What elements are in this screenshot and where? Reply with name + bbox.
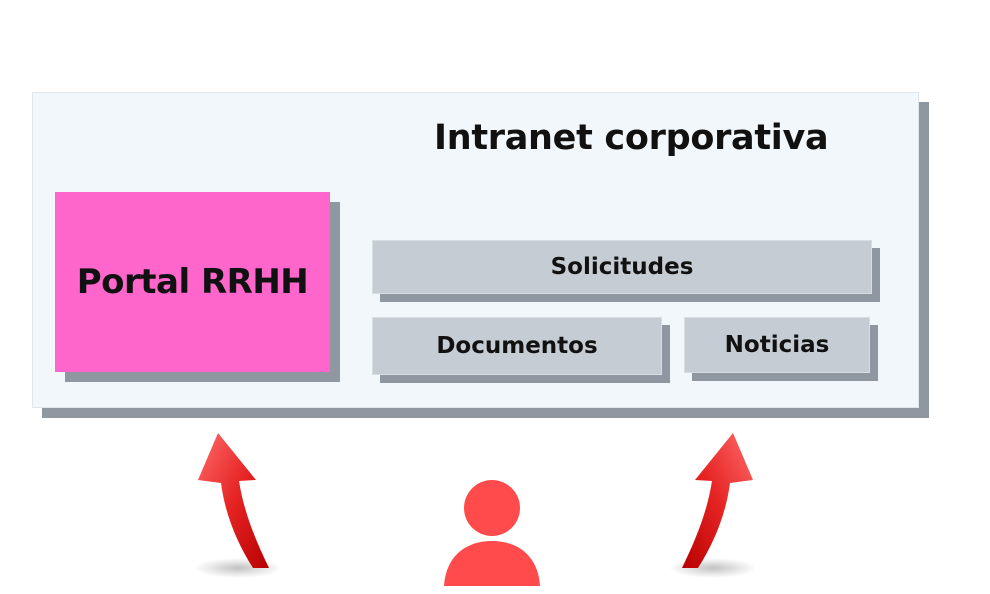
documentos-module: Documentos: [372, 317, 662, 375]
portal-rrhh-box: Portal RRHH: [55, 192, 330, 372]
right-arrow-icon: [669, 433, 757, 578]
noticias-module: Noticias: [684, 317, 870, 373]
solicitudes-module: Solicitudes: [372, 240, 872, 294]
intranet-title: Intranet corporativa: [434, 118, 829, 158]
left-arrow-icon: [194, 433, 282, 578]
user-icon: [444, 480, 540, 586]
